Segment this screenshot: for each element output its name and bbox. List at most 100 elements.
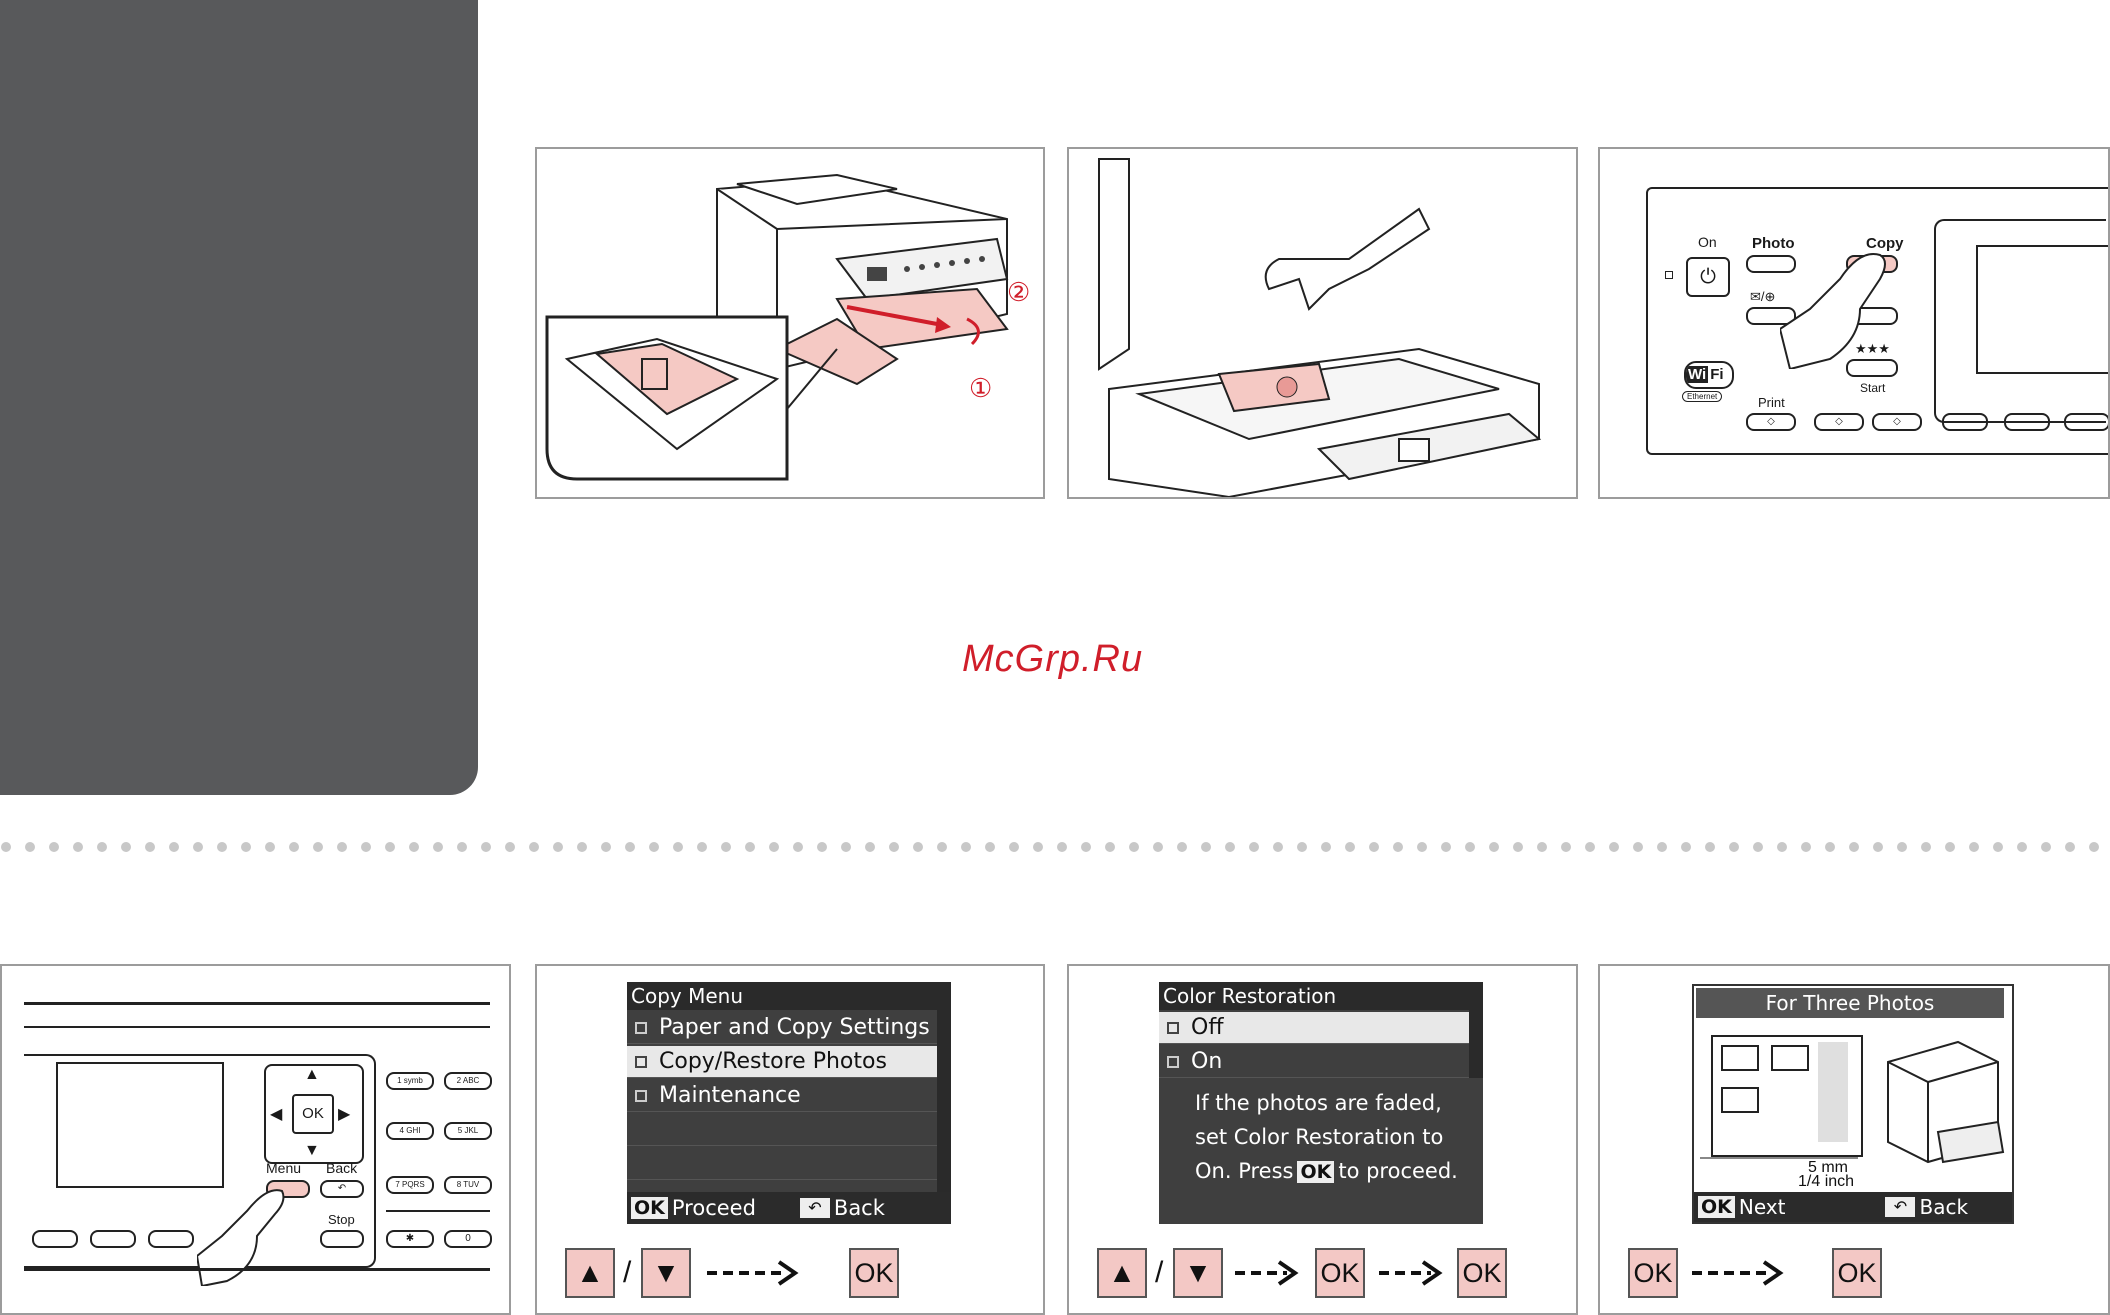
on-label: On	[1698, 234, 1717, 250]
keypad-key[interactable]: 4 GHI	[386, 1122, 434, 1140]
scan-button[interactable]	[1746, 307, 1796, 325]
illustration-load-paper: ② ①	[535, 147, 1045, 499]
scanner-glass-drawing	[1098, 158, 1542, 497]
footer-ok-badge: OK	[1698, 1196, 1735, 1218]
scan-fax-icon: ✉/⊕	[1750, 289, 1776, 304]
footer-ok-badge: OK	[631, 1197, 668, 1219]
arrow-dashed-icon	[1379, 1260, 1443, 1286]
menu-label: Menu	[266, 1160, 302, 1176]
step-1-callout: ①	[969, 373, 992, 403]
ok-key[interactable]: OK	[1457, 1248, 1507, 1298]
arrow-dashed-icon	[707, 1260, 799, 1286]
panel-bottom-button-2[interactable]	[2004, 413, 2050, 431]
photo-button[interactable]	[1746, 255, 1796, 273]
printer-cassette-drawing: ② ①	[545, 173, 1030, 481]
ok-key[interactable]: OK	[1832, 1248, 1882, 1298]
option-selected[interactable]: Off	[1159, 1012, 1469, 1044]
dpad[interactable]	[264, 1064, 364, 1164]
ok-key[interactable]: OK	[849, 1248, 899, 1298]
lcd-color-restoration: Color Restoration Off On If the photos a…	[1159, 982, 1483, 1224]
scrollbar[interactable]	[937, 1010, 951, 1192]
illustration-press-menu: ▲ ▼ ◀ ▶ OK Menu Back ↶ Stop 1 symb 2 ABC…	[0, 964, 511, 1315]
copy-label: Copy	[1866, 235, 1904, 252]
ok-key[interactable]: OK	[1628, 1248, 1678, 1298]
up-key[interactable]: ▲	[565, 1248, 615, 1298]
stop-button[interactable]	[320, 1230, 364, 1248]
measure-inch: 1/4 inch	[1798, 1173, 1854, 1188]
keypad-key[interactable]: 8 TUV	[444, 1176, 492, 1194]
back-label: Back	[326, 1160, 358, 1176]
menu-item[interactable]: Paper and Copy Settings	[627, 1012, 937, 1044]
ok-button[interactable]: OK	[292, 1094, 334, 1134]
arrow-dashed-icon	[1692, 1260, 1784, 1286]
panel-bottom-button-3[interactable]	[2064, 413, 2108, 431]
arrow-down-icon[interactable]: ▼	[304, 1142, 320, 1159]
print-button[interactable]: ◇	[1746, 413, 1796, 431]
keypad-key[interactable]: 0	[444, 1230, 492, 1248]
back-icon: ↶	[799, 1198, 830, 1218]
back-button[interactable]: ↶	[320, 1180, 364, 1198]
lcd-title: For Three Photos	[1696, 988, 2004, 1018]
illustration-place-photo	[1067, 147, 1578, 499]
keypad-key[interactable]: 1 symb	[386, 1072, 434, 1090]
footer-next: Next	[1738, 1195, 1786, 1219]
lcd-copy-menu: Copy Menu Paper and Copy Settings Copy/R…	[627, 982, 951, 1224]
pointing-hand-icon	[197, 1189, 285, 1286]
down-key[interactable]: ▼	[641, 1248, 691, 1298]
power-icon: ⏻	[1700, 266, 1716, 288]
panel-button-c[interactable]	[148, 1230, 194, 1248]
back-icon: ↶	[1885, 1197, 1916, 1217]
stop-label: Stop	[328, 1212, 355, 1227]
arrow-right-icon[interactable]: ▶	[338, 1106, 351, 1123]
panel-bottom-button-1[interactable]	[1942, 413, 1988, 431]
watermark-text: McGrp.Ru	[962, 638, 1144, 680]
quality-button[interactable]	[1846, 359, 1898, 377]
footer-proceed: Proceed	[671, 1196, 756, 1220]
step-color-restoration: Color Restoration Off On If the photos a…	[1067, 964, 1578, 1315]
ok-key[interactable]: OK	[1315, 1248, 1365, 1298]
start-label: Start	[1860, 381, 1886, 395]
wifi-wi: Wi	[1686, 366, 1709, 383]
arrow-left-icon[interactable]: ◀	[270, 1106, 283, 1123]
section-tab	[0, 0, 478, 795]
measure-mm: 5 mm	[1808, 1159, 1848, 1176]
print-label: Print	[1758, 395, 1785, 410]
step-three-photos: For Three Photos 5 mm 1/4 inch OK Next ↶…	[1598, 964, 2110, 1315]
power-button[interactable]: ⏻	[1686, 257, 1730, 297]
stars-label: ★★★	[1855, 341, 1890, 356]
panel-button-b[interactable]	[90, 1230, 136, 1248]
keypad-key[interactable]: 2 ABC	[444, 1072, 492, 1090]
arrow-up-icon[interactable]: ▲	[304, 1066, 320, 1083]
keypad-key[interactable]: ✱	[386, 1230, 434, 1248]
footer-back: Back	[1919, 1195, 1969, 1219]
pointing-hand-icon	[1780, 253, 1886, 369]
photo-label: Photo	[1752, 235, 1795, 252]
option[interactable]: On	[1159, 1046, 1469, 1078]
three-photos-diagram: 5 mm 1/4 inch	[1700, 1035, 2005, 1188]
lcd-screen	[56, 1062, 224, 1188]
lcd-title: Color Restoration	[1159, 982, 1483, 1010]
panel-button-a[interactable]	[32, 1230, 78, 1248]
up-key[interactable]: ▲	[1097, 1248, 1147, 1298]
keypad-key[interactable]: 5 JKL	[444, 1122, 492, 1140]
down-key[interactable]: ▼	[1173, 1248, 1223, 1298]
scrollbar[interactable]	[1469, 1010, 1483, 1078]
info-line: set Color Restoration to	[1195, 1125, 1444, 1149]
keypad-key[interactable]: 7 PQRS	[386, 1176, 434, 1194]
info-ok-badge: OK	[1297, 1161, 1335, 1183]
lcd-three-photos: For Three Photos 5 mm 1/4 inch OK Next ↶…	[1692, 984, 2014, 1224]
start-bw-button[interactable]: ◇	[1814, 413, 1864, 431]
menu-item-selected[interactable]: Copy/Restore Photos	[627, 1046, 937, 1078]
arrow-dashed-icon	[1235, 1260, 1299, 1286]
step-2-callout: ②	[1007, 277, 1030, 307]
footer-back: Back	[833, 1196, 885, 1220]
lcd-footer: OK Proceed ↶ Back	[627, 1192, 951, 1224]
dotted-separator	[1, 842, 2110, 852]
menu-item[interactable]: Maintenance	[627, 1080, 937, 1112]
slash: /	[1155, 1256, 1164, 1289]
start-color-button[interactable]: ◇	[1872, 413, 1922, 431]
slash: /	[623, 1256, 632, 1289]
